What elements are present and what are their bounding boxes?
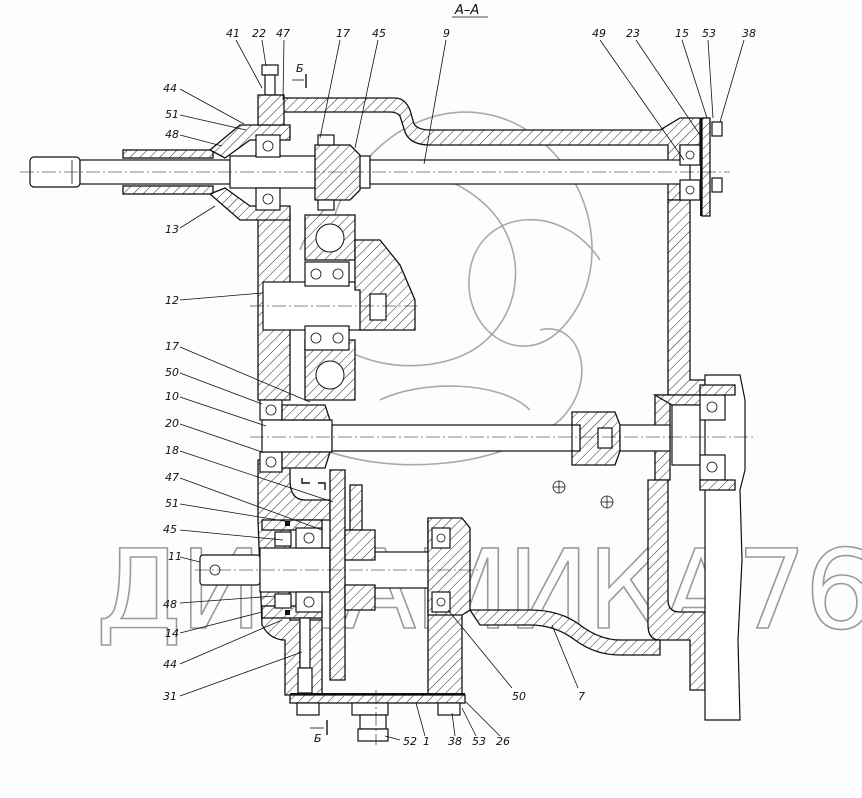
callout-53: 53: [702, 27, 716, 40]
callout-13: 13: [165, 223, 179, 236]
section-marker-bottom: Б: [310, 720, 328, 745]
intermediate-gear: [250, 214, 420, 401]
callout-53-bottom: 53: [472, 735, 486, 748]
middle-shaft: [250, 384, 755, 509]
callout-9: 9: [443, 27, 450, 40]
watermark-text: ДИНАМИКА76: [96, 526, 862, 654]
callout-45: 45: [372, 27, 386, 40]
callout-50-bottom: 50: [512, 690, 526, 703]
callout-38-bottom: 38: [448, 735, 462, 748]
callout-10: 10: [165, 390, 179, 403]
callout-47: 47: [276, 27, 290, 40]
callout-11: 11: [168, 550, 182, 563]
callout-7: 7: [578, 690, 585, 703]
callout-17: 17: [336, 27, 350, 40]
section-marker-top: Б: [292, 62, 307, 88]
callout-17-lower: 17: [165, 340, 179, 353]
callout-41: 41: [226, 27, 240, 40]
callout-51-upper: 51: [165, 108, 179, 121]
callouts-top: 41 22 47 17 45 9 49 23 15 53 38: [226, 27, 756, 165]
callout-44-lower: 44: [163, 658, 177, 671]
callout-51-lower: 51: [165, 497, 179, 510]
callout-20: 20: [165, 417, 179, 430]
svg-text:Б: Б: [296, 62, 304, 75]
callout-45-lower: 45: [163, 523, 177, 536]
callouts-bottom: 52 1 38 53 26 50 7: [384, 609, 585, 748]
output-shaft: [195, 469, 480, 745]
callout-48-lower: 48: [163, 598, 177, 611]
svg-text:Б: Б: [314, 732, 322, 745]
callout-15: 15: [675, 27, 689, 40]
callout-18: 18: [165, 444, 179, 457]
callouts-left-lower: 17 50 10 20 18 47 51 45 11 48 14 44 31: [163, 340, 334, 703]
callout-14: 14: [165, 627, 179, 640]
callout-38: 38: [742, 27, 756, 40]
callout-31: 31: [163, 690, 177, 703]
callouts-left-upper: 44 51 48 13 12: [163, 82, 263, 307]
input-shaft: [20, 64, 730, 221]
callout-52: 52: [403, 735, 417, 748]
callout-50-left: 50: [165, 366, 179, 379]
callout-26: 26: [496, 735, 510, 748]
callout-48-upper: 48: [165, 128, 179, 141]
callout-44-upper: 44: [163, 82, 177, 95]
callout-49: 49: [592, 27, 606, 40]
callout-47-lower: 47: [165, 471, 179, 484]
callout-22: 22: [252, 27, 266, 40]
callout-12: 12: [165, 294, 179, 307]
callout-23: 23: [626, 27, 640, 40]
callout-1: 1: [423, 735, 430, 748]
section-title: А–А: [454, 3, 479, 18]
